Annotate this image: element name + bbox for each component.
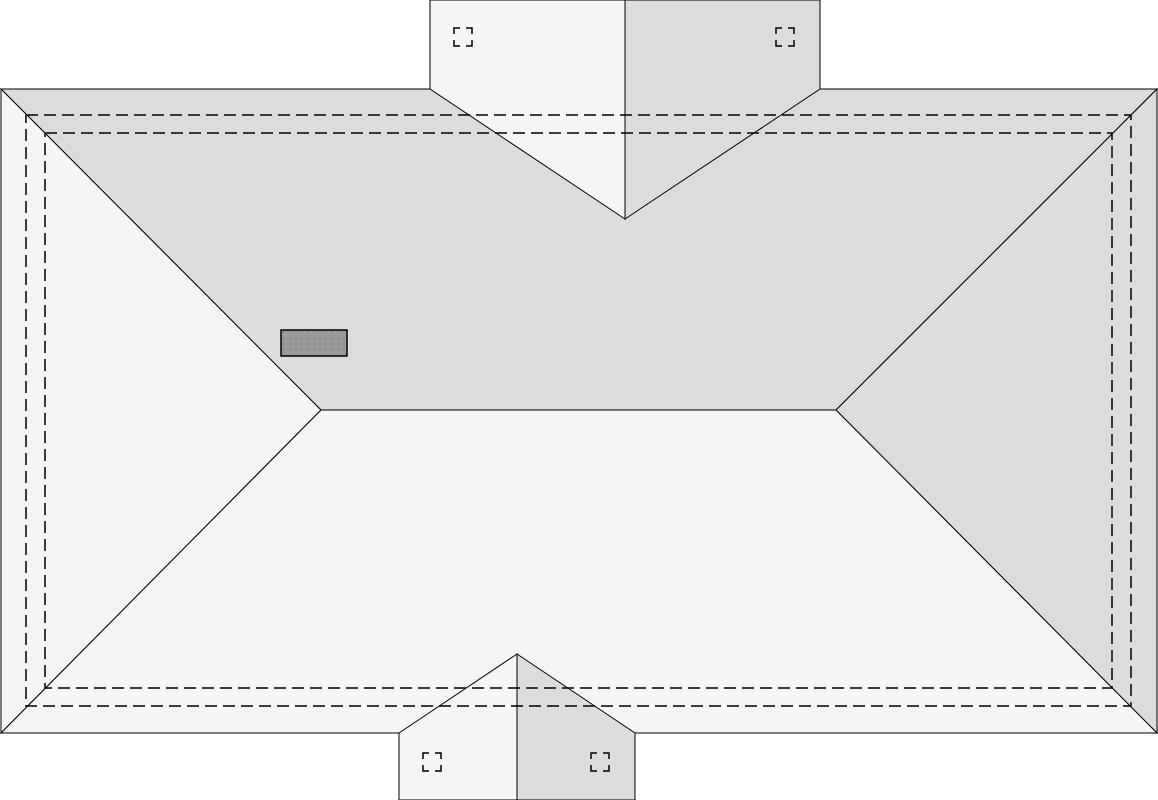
roof-vent xyxy=(280,329,348,357)
inner-wall-dashed-line xyxy=(44,132,1113,689)
corner-bracket-icon xyxy=(590,752,610,772)
bottom-gable-left-face xyxy=(398,653,518,800)
corner-bracket-icon xyxy=(453,27,473,47)
roof-face-south xyxy=(0,409,1158,734)
outer-wall-dashed-line xyxy=(25,114,1132,707)
corner-bracket-icon xyxy=(422,752,442,772)
corner-bracket-icon xyxy=(775,27,795,47)
bottom-gable-right-face xyxy=(516,653,636,800)
top-gable-right-face xyxy=(624,0,821,220)
